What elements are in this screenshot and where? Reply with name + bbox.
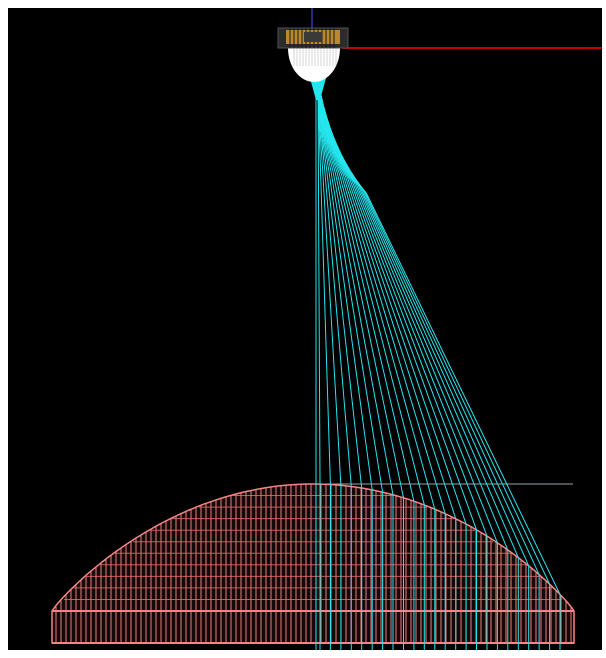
coordinate-axes bbox=[308, 8, 602, 485]
emitter-glow bbox=[310, 78, 326, 100]
3d-viewport[interactable] bbox=[8, 8, 602, 650]
led-source bbox=[277, 27, 349, 82]
lens-wireframe bbox=[51, 483, 575, 644]
led-chip bbox=[304, 32, 322, 42]
led-dome bbox=[288, 48, 340, 82]
optics-scene[interactable] bbox=[8, 8, 602, 650]
light-ray bbox=[317, 79, 561, 650]
ray-fan bbox=[310, 78, 561, 650]
